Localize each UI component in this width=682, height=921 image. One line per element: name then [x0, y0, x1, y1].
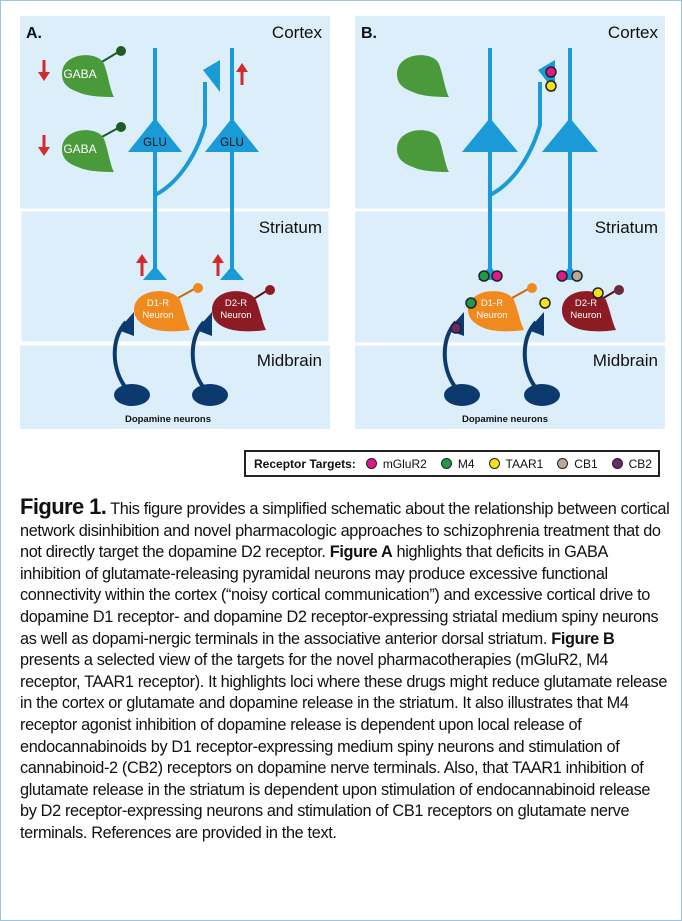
d2-neuron: D2-R Neuron — [212, 285, 275, 332]
mglur2-receptor-dot — [556, 270, 568, 282]
cb2-dot-icon — [611, 458, 623, 469]
diagram-svg: A. Cortex Striatum Midbrain — [18, 16, 665, 429]
panel-a-cortex-label: Cortex — [272, 23, 323, 42]
panel-a-midbrain-region — [20, 345, 330, 429]
panel-b: B. Cortex Striatum Midbrain — [355, 16, 665, 429]
legend-item-mglur2: mGluR2 — [365, 456, 427, 471]
gaba-neuron-b2 — [397, 130, 449, 172]
legend-item-cb2: CB2 — [611, 456, 652, 471]
panel-b-label: B. — [361, 25, 377, 42]
dopamine-label: Dopamine neurons — [462, 414, 548, 425]
d1-label-2: Neuron — [142, 310, 173, 321]
legend-label: M4 — [457, 456, 475, 471]
figure-label: Figure 1. — [20, 494, 107, 519]
legend-item-taar1: TAAR1 — [488, 456, 544, 471]
increase-arrow-icon — [236, 63, 248, 85]
gaba-neuron-2: GABA — [62, 122, 126, 172]
decrease-arrow-icon — [38, 135, 50, 156]
panel-a-midbrain-label: Midbrain — [257, 351, 322, 370]
dopamine-neuron-b1 — [442, 297, 480, 406]
glu-neuron-1: GLU — [128, 48, 220, 280]
gaba-label: GABA — [63, 142, 96, 156]
dopamine-neuron-2 — [190, 312, 228, 406]
d1-label: D1-R — [481, 298, 503, 309]
mglur2-dot-icon — [365, 458, 377, 469]
dopamine-label: Dopamine neurons — [125, 414, 211, 425]
caption-intro: This figure provides a simplified schema… — [20, 500, 670, 562]
cb2-receptor-dot — [450, 322, 462, 334]
d2-label: D2-R — [575, 298, 597, 309]
mglur2-receptor-dot — [545, 66, 557, 78]
d1-label: D1-R — [147, 298, 169, 309]
increase-arrow-icon — [212, 254, 224, 276]
panel-b-cortex-label: Cortex — [608, 23, 659, 42]
figure-a-label: Figure A — [329, 543, 393, 562]
legend-item-m4: M4 — [440, 456, 475, 471]
dopamine-neuron-b2 — [522, 297, 560, 406]
figure-b-label: Figure B — [551, 629, 615, 648]
caption-fig-a-text: highlights that deficits in GABA inhibit… — [20, 543, 659, 648]
legend-label: CB2 — [628, 456, 652, 471]
panel-a-striatum-label: Striatum — [259, 218, 322, 237]
d2-label: D2-R — [225, 298, 247, 309]
panel-b-striatum-label: Striatum — [595, 218, 658, 237]
legend-label: CB1 — [574, 456, 598, 471]
taar1-dot-icon — [488, 458, 500, 469]
increase-arrow-icon — [136, 254, 148, 276]
m4-receptor-dot — [465, 297, 477, 309]
legend-title: Receptor Targets: — [254, 456, 356, 471]
glu-label: GLU — [143, 137, 167, 149]
decrease-arrow-icon — [38, 60, 50, 81]
d2-neuron-b: D2-R Neuron — [562, 285, 624, 332]
m4-receptor-dot — [478, 270, 490, 282]
panel-b-midbrain-label: Midbrain — [593, 351, 658, 370]
gaba-neuron-1: GABA — [62, 46, 126, 97]
receptor-legend: Receptor Targets: mGluR2 M4 TAAR1 CB1 CB… — [244, 450, 660, 477]
cb1-receptor-dot — [571, 270, 583, 282]
panel-b-midbrain-region — [355, 345, 665, 429]
d1-neuron-b: D1-R Neuron — [468, 283, 537, 332]
d2-label-2: Neuron — [570, 310, 601, 321]
gaba-label: GABA — [63, 67, 96, 81]
taar1-receptor-dot — [592, 287, 604, 299]
panel-a: A. Cortex Striatum Midbrain — [18, 16, 332, 429]
m4-dot-icon — [440, 458, 452, 469]
d2-label-2: Neuron — [220, 310, 251, 321]
mglur2-receptor-dot — [491, 270, 503, 282]
legend-label: TAAR1 — [505, 456, 544, 471]
figure-caption: Figure 1. This figure provides a simplif… — [20, 496, 670, 845]
glu-label: GLU — [220, 137, 244, 149]
gaba-neuron-b1 — [397, 55, 449, 97]
cb1-dot-icon — [557, 458, 569, 469]
taar1-receptor-dot — [539, 297, 551, 309]
caption-fig-b-text: presents a selected view of the targets … — [20, 651, 668, 842]
taar1-receptor-dot — [545, 80, 557, 92]
panel-a-label: A. — [26, 25, 42, 42]
legend-item-cb1: CB1 — [557, 456, 598, 471]
glu-neuron-2: GLU — [205, 48, 259, 280]
dopamine-neuron-1 — [112, 312, 150, 406]
legend-label: mGluR2 — [382, 456, 427, 471]
d1-neuron: D1-R Neuron — [134, 283, 203, 332]
d1-label-2: Neuron — [476, 310, 507, 321]
